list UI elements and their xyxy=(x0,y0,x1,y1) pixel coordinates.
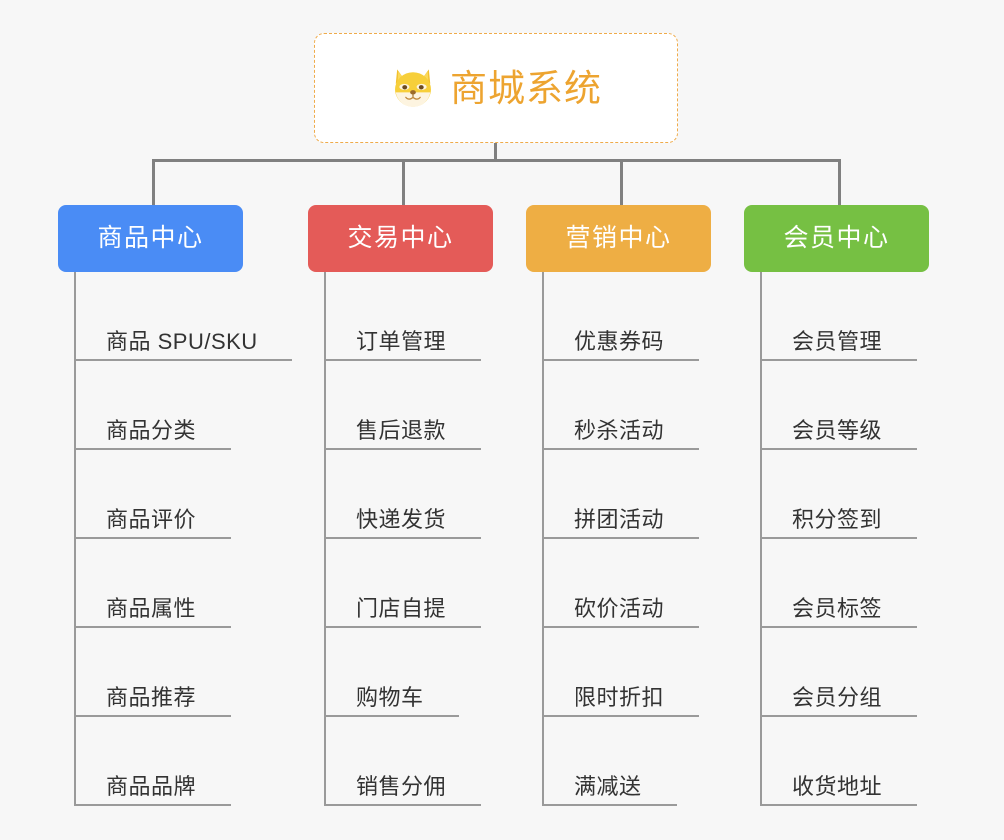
category-label-4: 会员中心 xyxy=(783,224,890,252)
leaf-label: 会员标签 xyxy=(792,595,883,621)
list-item[interactable]: 拼团活动 xyxy=(544,450,756,539)
connector-drop-3 xyxy=(620,159,623,206)
list-item[interactable]: 售后退款 xyxy=(326,361,538,450)
list-item[interactable]: 会员分组 xyxy=(762,628,974,717)
connector-drop-1 xyxy=(152,159,155,206)
leaf-rule xyxy=(762,448,917,450)
shiba-dog-icon xyxy=(395,69,431,107)
leaf-label: 砍价活动 xyxy=(574,595,665,621)
category-label-1: 商品中心 xyxy=(97,224,204,252)
list-item[interactable]: 快递发货 xyxy=(326,450,538,539)
list-item[interactable]: 优惠券码 xyxy=(544,272,756,361)
leaf-rule xyxy=(544,359,699,361)
list-item[interactable]: 销售分佣 xyxy=(326,717,538,806)
leaf-label: 拼团活动 xyxy=(574,506,665,532)
connector-root-stem xyxy=(494,143,497,161)
leaf-rule xyxy=(326,804,481,806)
list-item[interactable]: 会员等级 xyxy=(762,361,974,450)
leaf-rule xyxy=(76,715,231,717)
leaf-list-3: 优惠券码 秒杀活动 拼团活动 砍价活动 限时折扣 满减送 xyxy=(542,272,756,806)
leaf-label: 商品推荐 xyxy=(106,684,197,710)
leaf-rule xyxy=(76,359,292,361)
leaf-rule xyxy=(326,715,459,717)
branch-column-2: 交易中心 订单管理 售后退款 快递发货 门店自提 购物车 xyxy=(308,205,538,806)
list-item[interactable]: 商品品牌 xyxy=(76,717,288,806)
root-title: 商城系统 xyxy=(450,67,602,109)
list-item[interactable]: 购物车 xyxy=(326,628,538,717)
category-header-1[interactable]: 商品中心 xyxy=(58,205,243,272)
category-label-3: 营销中心 xyxy=(565,224,672,252)
leaf-label: 售后退款 xyxy=(356,417,447,443)
connector-drop-4 xyxy=(838,159,841,206)
leaf-list-4: 会员管理 会员等级 积分签到 会员标签 会员分组 收货地址 xyxy=(760,272,974,806)
list-item[interactable]: 秒杀活动 xyxy=(544,361,756,450)
leaf-rule xyxy=(544,804,677,806)
list-item[interactable]: 会员管理 xyxy=(762,272,974,361)
leaf-label: 收货地址 xyxy=(792,773,883,799)
leaf-label: 满减送 xyxy=(574,773,642,799)
leaf-label: 限时折扣 xyxy=(574,684,665,710)
list-item[interactable]: 商品 SPU/SKU xyxy=(76,272,292,361)
list-item[interactable]: 商品分类 xyxy=(76,361,288,450)
leaf-label: 商品评价 xyxy=(106,506,197,532)
leaf-label: 购物车 xyxy=(356,684,424,710)
leaf-rule xyxy=(326,448,481,450)
leaf-label: 会员等级 xyxy=(792,417,883,443)
list-item[interactable]: 门店自提 xyxy=(326,539,538,628)
leaf-list-2: 订单管理 售后退款 快递发货 门店自提 购物车 销售分佣 xyxy=(324,272,538,806)
leaf-label: 门店自提 xyxy=(356,595,447,621)
leaf-list-1: 商品 SPU/SKU 商品分类 商品评价 商品属性 商品推荐 商品品牌 xyxy=(74,272,292,806)
root-node-shop-system[interactable]: 商城系统 xyxy=(314,33,678,143)
leaf-rule xyxy=(762,359,917,361)
list-item[interactable]: 商品评价 xyxy=(76,450,288,539)
branch-column-4: 会员中心 会员管理 会员等级 积分签到 会员标签 会员分组 xyxy=(744,205,974,806)
leaf-label: 快递发货 xyxy=(356,506,447,532)
connector-horizontal-bus xyxy=(152,159,840,162)
leaf-rule xyxy=(544,715,699,717)
leaf-label: 商品分类 xyxy=(106,417,197,443)
leaf-rule xyxy=(762,537,917,539)
category-label-2: 交易中心 xyxy=(347,224,454,252)
leaf-label: 优惠券码 xyxy=(574,328,665,354)
leaf-rule xyxy=(76,537,231,539)
leaf-label: 订单管理 xyxy=(356,328,447,354)
branch-column-1: 商品中心 商品 SPU/SKU 商品分类 商品评价 商品属性 商品推荐 xyxy=(58,205,292,806)
leaf-label: 会员管理 xyxy=(792,328,883,354)
connector-drop-2 xyxy=(402,159,405,206)
leaf-rule xyxy=(762,626,917,628)
leaf-rule xyxy=(544,537,699,539)
leaf-label: 秒杀活动 xyxy=(574,417,665,443)
leaf-rule xyxy=(326,626,481,628)
leaf-label: 积分签到 xyxy=(792,506,883,532)
leaf-rule xyxy=(76,626,231,628)
leaf-rule xyxy=(76,448,231,450)
leaf-rule xyxy=(326,359,481,361)
leaf-label: 会员分组 xyxy=(792,684,883,710)
leaf-label: 商品品牌 xyxy=(106,773,197,799)
list-item[interactable]: 会员标签 xyxy=(762,539,974,628)
leaf-rule xyxy=(544,626,699,628)
leaf-label: 商品属性 xyxy=(106,595,197,621)
category-header-4[interactable]: 会员中心 xyxy=(744,205,929,272)
leaf-rule xyxy=(544,448,699,450)
list-item[interactable]: 积分签到 xyxy=(762,450,974,539)
list-item[interactable]: 商品推荐 xyxy=(76,628,288,717)
list-item[interactable]: 订单管理 xyxy=(326,272,538,361)
leaf-rule xyxy=(762,804,917,806)
leaf-rule xyxy=(762,715,917,717)
branch-column-3: 营销中心 优惠券码 秒杀活动 拼团活动 砍价活动 限时折扣 xyxy=(526,205,756,806)
leaf-rule xyxy=(76,804,231,806)
leaf-label: 商品 SPU/SKU xyxy=(106,328,258,354)
leaf-label: 销售分佣 xyxy=(356,773,447,799)
leaf-rule xyxy=(326,537,481,539)
list-item[interactable]: 满减送 xyxy=(544,717,756,806)
category-header-2[interactable]: 交易中心 xyxy=(308,205,493,272)
list-item[interactable]: 限时折扣 xyxy=(544,628,756,717)
list-item[interactable]: 收货地址 xyxy=(762,717,974,806)
category-header-3[interactable]: 营销中心 xyxy=(526,205,711,272)
list-item[interactable]: 商品属性 xyxy=(76,539,288,628)
list-item[interactable]: 砍价活动 xyxy=(544,539,756,628)
